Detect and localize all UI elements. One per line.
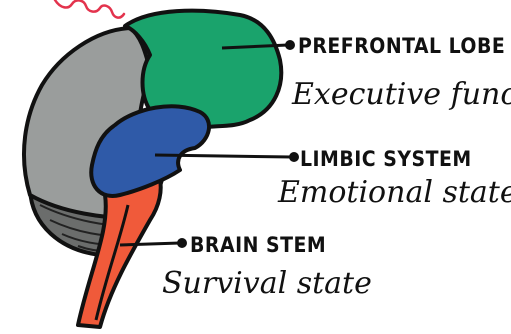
brainstem-pointer bbox=[120, 243, 180, 245]
squiggle-mark bbox=[55, 0, 124, 18]
brainstem-title: BRAIN STEM bbox=[190, 233, 326, 257]
prefrontal-title: PREFRONTAL LOBE bbox=[298, 34, 505, 58]
limbic-subtitle: Emotional state bbox=[277, 175, 511, 210]
limbic-pointer bbox=[155, 155, 292, 157]
brainstem-dot bbox=[177, 238, 187, 248]
prefrontal-dot bbox=[285, 40, 295, 50]
prefrontal-subtitle: Executive function bbox=[291, 77, 511, 112]
limbic-title: LIMBIC SYSTEM bbox=[300, 147, 472, 171]
brainstem-subtitle: Survival state bbox=[162, 266, 372, 301]
limbic-dot bbox=[289, 152, 299, 162]
